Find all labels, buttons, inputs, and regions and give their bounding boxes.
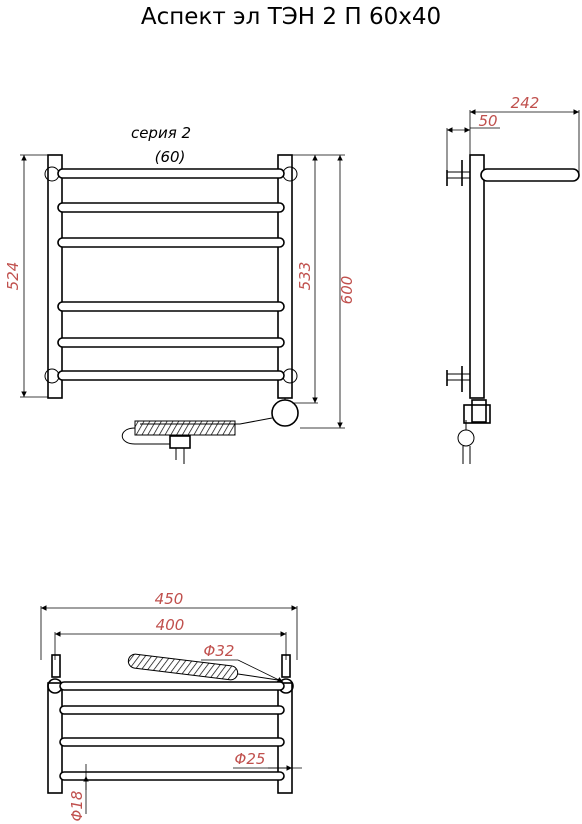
side-collector (469, 154, 485, 399)
top-heater-coil (127, 653, 239, 681)
dim-depth-total: 242 (511, 94, 540, 112)
dim-diam-collector: Φ25 (235, 750, 266, 768)
dim-height-left: 524 (4, 262, 22, 291)
dim-depth-offset: 50 (478, 112, 497, 130)
top-rung-2 (59, 705, 285, 715)
rung-3 (57, 237, 285, 248)
mount-bottom-right (282, 368, 298, 384)
rung-6 (57, 370, 285, 381)
left-collector (47, 154, 63, 399)
side-plug (457, 429, 475, 447)
side-heater-body (471, 399, 487, 423)
rung-1 (57, 168, 285, 179)
heater-coil (134, 420, 236, 436)
mount-bottom-left (44, 368, 60, 384)
heater-head (271, 399, 299, 427)
front-view (20, 154, 345, 464)
page-title: Аспект эл ТЭН 2 П 60х40 (140, 4, 442, 30)
mount-top-right (282, 166, 298, 182)
rung-2 (57, 202, 285, 213)
dim-height-total: 600 (338, 276, 356, 305)
power-plug (169, 435, 191, 449)
top-rung-3 (59, 737, 285, 747)
series-note: серия 2 (131, 124, 191, 142)
dim-width-inner: 400 (156, 616, 185, 634)
top-view (40, 605, 302, 814)
dim-width-total: 450 (155, 590, 184, 608)
top-rung-1 (59, 681, 285, 691)
dim-height-inner: 533 (296, 262, 314, 291)
right-collector (277, 154, 293, 399)
mount-top-left (44, 166, 60, 182)
rung-5 (57, 337, 285, 348)
series-sub: (60) (155, 148, 186, 166)
side-top-bar (480, 168, 580, 182)
dim-diam-bar: Φ18 (68, 791, 86, 822)
side-view (446, 109, 580, 464)
dim-diam-heater: Φ32 (204, 642, 235, 660)
top-rung-4 (59, 771, 285, 781)
rung-4 (57, 301, 285, 312)
